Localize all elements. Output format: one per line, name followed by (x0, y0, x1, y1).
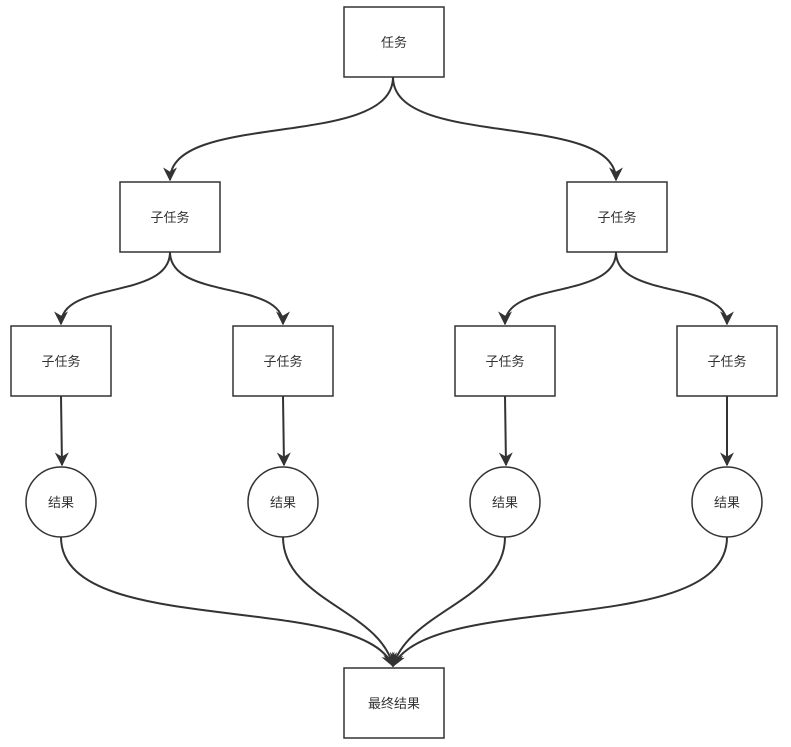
node-subtask-2-label: 子任务 (263, 354, 302, 370)
node-task: 任务 (343, 6, 445, 78)
node-subtask-3: 子任务 (454, 325, 556, 397)
edge-subtask-2-to-result-2 (276, 395, 291, 467)
node-subtask-right: 子任务 (566, 181, 668, 253)
edge-result-1-to-final (60, 536, 395, 668)
node-result-4: 结果 (691, 466, 763, 538)
node-result-1: 结果 (25, 466, 97, 538)
node-subtask-1-label: 子任务 (41, 354, 80, 370)
edge-subtask-1-to-result-1 (54, 395, 69, 467)
edge-right-to-subtask-3 (498, 251, 617, 326)
node-subtask-3-label: 子任务 (485, 354, 524, 370)
node-subtask-4-label: 子任务 (707, 354, 746, 370)
node-result-2-label: 结果 (270, 496, 296, 511)
node-subtask-1: 子任务 (10, 325, 112, 397)
edge-result-4-to-final (392, 536, 728, 668)
node-result-4-label: 结果 (714, 496, 740, 511)
node-result-3-label: 结果 (492, 496, 518, 511)
edge-left-to-subtask-1 (54, 251, 171, 326)
node-result-3: 结果 (469, 466, 541, 538)
edge-subtask-3-to-result-3 (498, 395, 513, 467)
edge-right-to-subtask-4 (615, 251, 734, 326)
node-task-label: 任务 (381, 35, 407, 51)
node-subtask-2: 子任务 (232, 325, 334, 397)
node-final-result: 最终结果 (343, 667, 445, 739)
node-final-result-label: 最终结果 (368, 696, 420, 712)
edge-left-to-subtask-2 (169, 251, 290, 326)
node-result-1-label: 结果 (48, 496, 74, 511)
node-result-2: 结果 (247, 466, 319, 538)
edge-result-3-to-final (389, 536, 506, 668)
node-subtask-4: 子任务 (676, 325, 778, 397)
node-subtask-left: 子任务 (119, 181, 221, 253)
edge-task-to-subtask-left (163, 76, 394, 182)
edge-result-2-to-final (282, 536, 397, 668)
node-subtask-right-label: 子任务 (597, 210, 636, 226)
edge-task-to-subtask-right (392, 76, 623, 182)
node-subtask-left-label: 子任务 (150, 210, 189, 226)
